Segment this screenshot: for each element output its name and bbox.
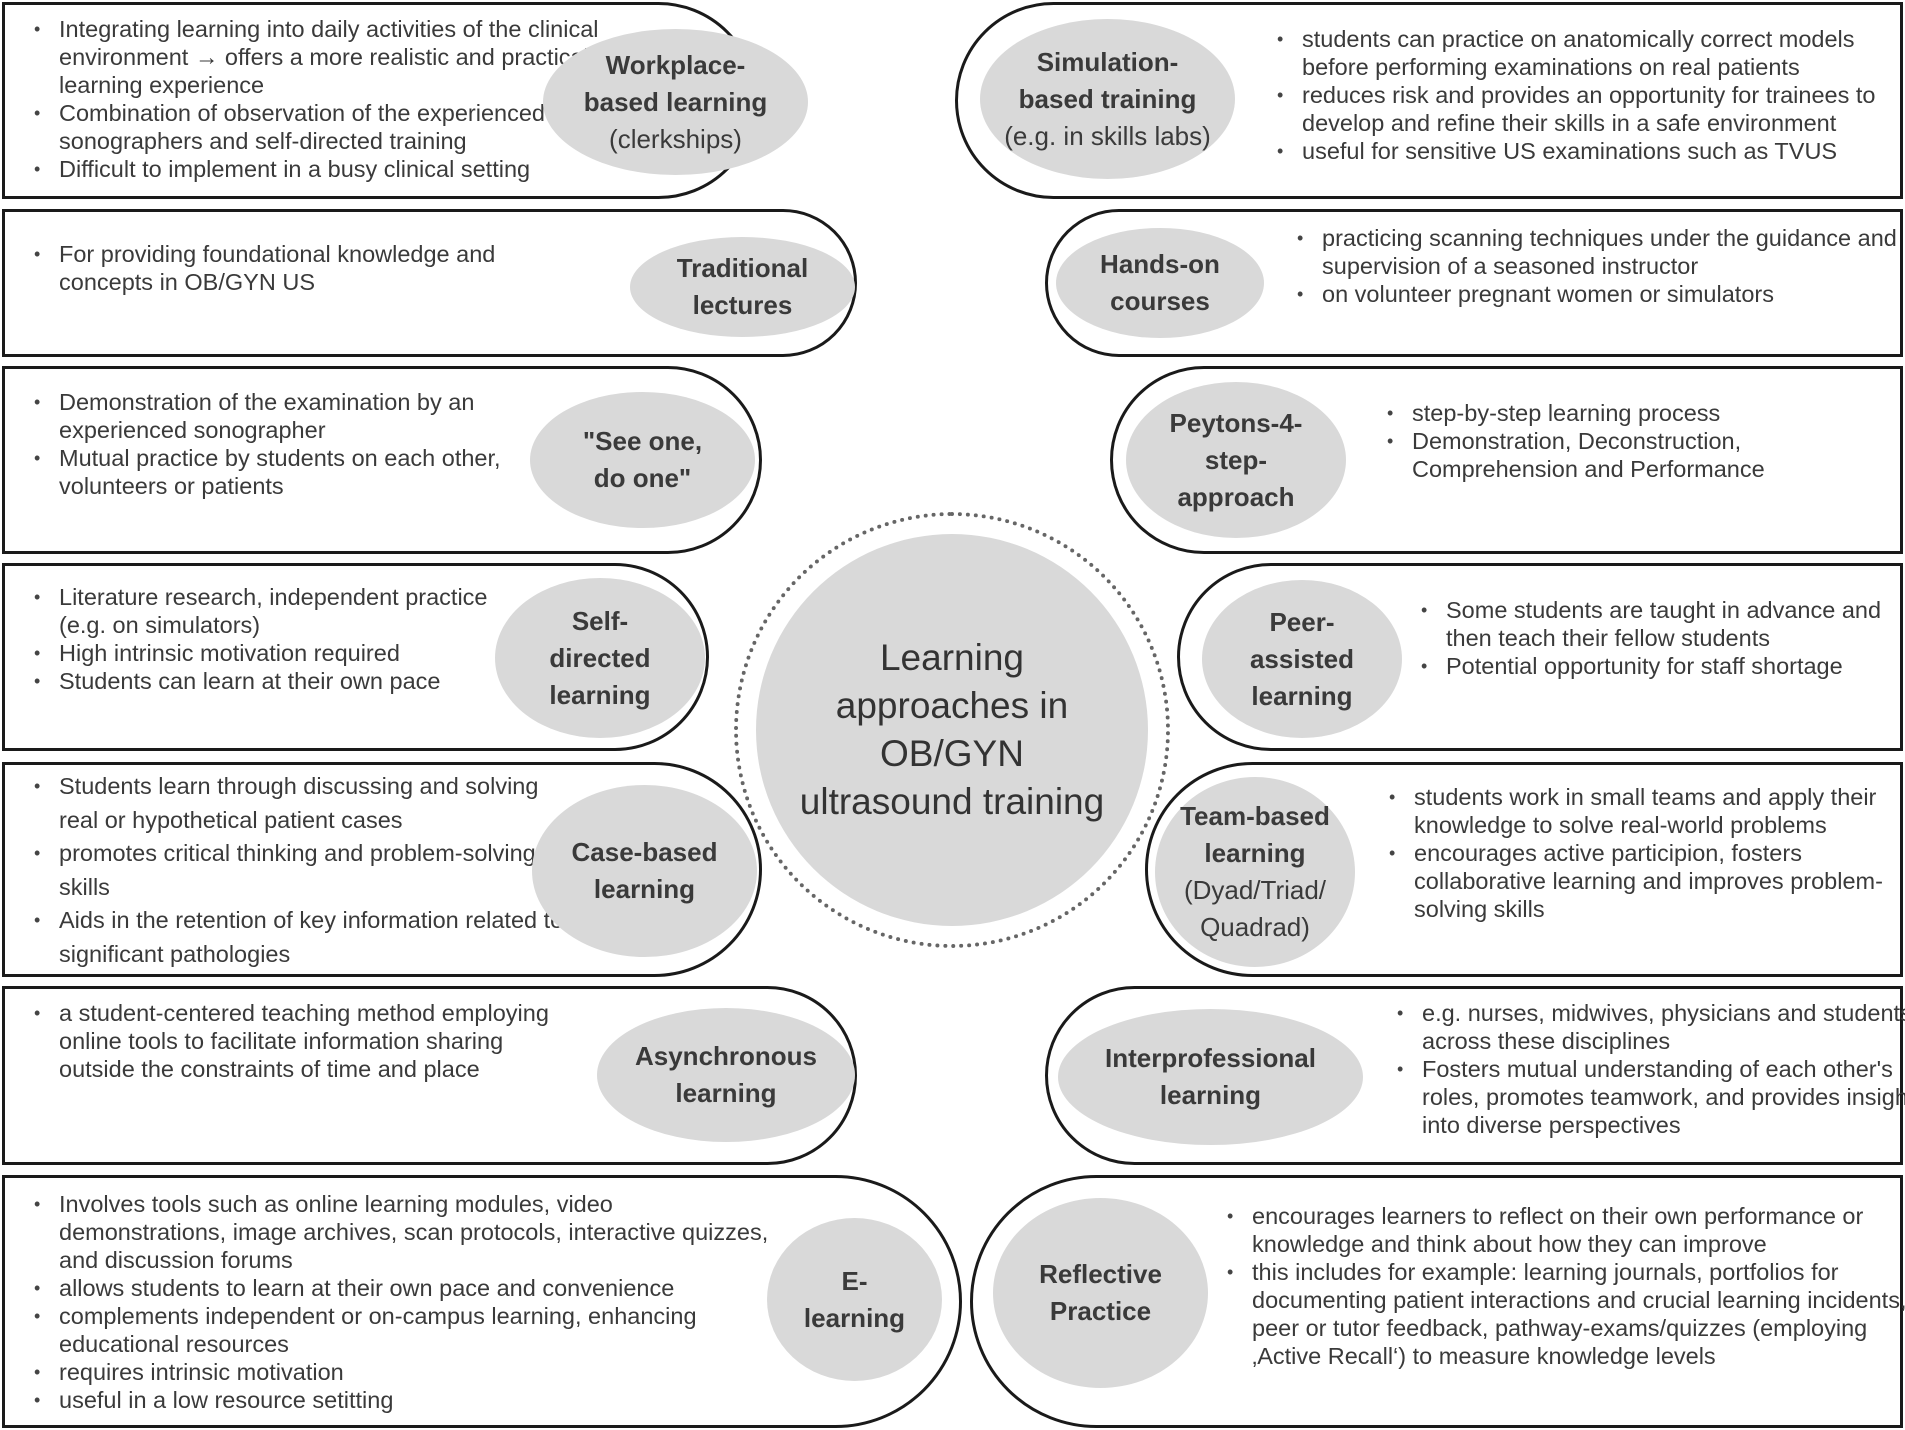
- approach-label: Workplace- based learning (clerkships): [543, 29, 808, 175]
- approach-label: Self- directed learning: [495, 578, 705, 738]
- approach-title: Asynchronous learning: [634, 1041, 818, 1108]
- bullet-item: Aids in the retention of key information…: [34, 904, 569, 971]
- bullet-list: Demonstration of the examination by an e…: [25, 388, 579, 500]
- card-interprofessional-learning: Interprofessional learning e.g. nurses, …: [1045, 986, 1905, 1165]
- approach-title: Team-based learning: [1180, 801, 1330, 868]
- approach-title: Peytons-4- step- approach: [1169, 407, 1303, 512]
- approach-label: Case-based learning: [532, 785, 757, 957]
- approach-label: E- learning: [767, 1218, 942, 1381]
- bullet-item: students work in small teams and apply t…: [1389, 783, 1884, 839]
- approach-title: Peer- assisted learning: [1249, 606, 1355, 711]
- approach-title: Self- directed learning: [549, 605, 651, 710]
- approach-label: Reflective Practice: [993, 1198, 1208, 1388]
- bullet-item: on volunteer pregnant women or simulator…: [1297, 280, 1905, 308]
- approach-title: "See one, do one": [582, 426, 703, 493]
- approach-label: Peytons-4- step- approach: [1126, 382, 1346, 538]
- bullet-item: For providing foundational knowledge and…: [34, 240, 579, 296]
- approach-subtitle: (e.g. in skills labs): [1004, 120, 1211, 151]
- bullet-list: Literature research, independent practic…: [25, 583, 519, 695]
- bullet-list: Integrating learning into daily activiti…: [25, 15, 669, 183]
- card-self-directed-learning: Literature research, independent practic…: [2, 563, 709, 751]
- bullet-item: e.g. nurses, midwives, physicians and st…: [1397, 999, 1905, 1055]
- bullet-list: For providing foundational knowledge and…: [25, 240, 579, 296]
- card-e-learning: Involves tools such as online learning m…: [2, 1175, 962, 1428]
- card-hands-on-courses: Hands-on courses practicing scanning tec…: [1045, 209, 1903, 357]
- card-peer-assisted-learning: Peer- assisted learning Some students ar…: [1177, 563, 1903, 751]
- bullet-item: Involves tools such as online learning m…: [34, 1190, 779, 1274]
- approach-label: "See one, do one": [530, 392, 755, 528]
- center-dotted-ring: [734, 512, 1170, 948]
- approach-title: Traditional lectures: [676, 253, 809, 320]
- bullet-item: allows students to learn at their own pa…: [34, 1274, 779, 1302]
- card-see-one-do-one: Demonstration of the examination by an e…: [2, 366, 762, 554]
- approach-label: Interprofessional learning: [1058, 1009, 1363, 1145]
- approach-title: E- learning: [803, 1265, 906, 1333]
- card-peytons-4-step-approach: Peytons-4- step- approach step-by-step l…: [1110, 366, 1903, 554]
- bullet-item: Fosters mutual understanding of each oth…: [1397, 1055, 1905, 1139]
- approach-title: Case-based learning: [571, 837, 718, 904]
- approach-label: Team-based learning (Dyad/Triad/ Quadrad…: [1155, 777, 1355, 967]
- bullet-item: Some students are taught in advance and …: [1421, 596, 1896, 652]
- bullet-list: students can practice on anatomically co…: [1268, 25, 1902, 165]
- bullet-item: Students learn through discussing and so…: [34, 770, 569, 837]
- bullet-item: Integrating learning into daily activiti…: [34, 15, 669, 99]
- bullet-item: Combination of observation of the experi…: [34, 99, 669, 155]
- bullet-item: Demonstration of the examination by an e…: [34, 388, 579, 444]
- card-team-based-learning: Team-based learning (Dyad/Triad/ Quadrad…: [1145, 762, 1903, 977]
- bullet-item: Demonstration, Deconstruction, Comprehen…: [1387, 427, 1862, 483]
- approach-label: Peer- assisted learning: [1202, 580, 1402, 738]
- bullet-item: this includes for example: learning jour…: [1227, 1258, 1905, 1370]
- bullet-list: Students learn through discussing and so…: [25, 770, 569, 971]
- approach-subtitle: (clerkships): [609, 123, 742, 154]
- bullet-item: useful in a low resource setitting: [34, 1386, 779, 1414]
- center-title: Learning approaches in OB/GYN ultrasound…: [799, 637, 1105, 822]
- card-case-based-learning: Students learn through discussing and so…: [2, 762, 762, 977]
- bullet-item: a student-centered teaching method emplo…: [34, 999, 579, 1083]
- approach-subtitle: (Dyad/Triad/ Quadrad): [1183, 875, 1327, 942]
- bullet-item: practicing scanning techniques under the…: [1297, 224, 1905, 280]
- approach-title: Simulation- based training: [1018, 46, 1197, 114]
- approach-title: Workplace- based learning: [583, 49, 768, 117]
- card-asynchronous-learning: a student-centered teaching method emplo…: [2, 986, 857, 1165]
- bullet-list: Involves tools such as online learning m…: [25, 1190, 779, 1414]
- bullet-list: practicing scanning techniques under the…: [1288, 224, 1905, 308]
- bullet-item: step-by-step learning process: [1387, 399, 1862, 427]
- approach-label: Hands-on courses: [1056, 228, 1264, 338]
- bullet-list: a student-centered teaching method emplo…: [25, 999, 579, 1083]
- bullet-list: students work in small teams and apply t…: [1380, 783, 1884, 923]
- bullet-list: encourages learners to reflect on their …: [1218, 1202, 1905, 1370]
- bullet-item: promotes critical thinking and problem-s…: [34, 837, 569, 904]
- approach-label: Simulation- based training (e.g. in skil…: [980, 19, 1235, 179]
- bullet-item: Literature research, independent practic…: [34, 583, 519, 639]
- bullet-item: Potential opportunity for staff shortage: [1421, 652, 1896, 680]
- bullet-item: Mutual practice by students on each othe…: [34, 444, 579, 500]
- bullet-item: reduces risk and provides an opportunity…: [1277, 81, 1902, 137]
- bullet-item: Difficult to implement in a busy clinica…: [34, 155, 669, 183]
- bullet-list: Some students are taught in advance and …: [1412, 596, 1896, 680]
- card-reflective-practice: Reflective Practice encourages learners …: [970, 1175, 1905, 1428]
- bullet-item: encourages active participion, fosters c…: [1389, 839, 1884, 923]
- card-simulation-based-training: Simulation- based training (e.g. in skil…: [955, 2, 1903, 199]
- bullet-item: High intrinsic motivation required: [34, 639, 519, 667]
- approach-label: Asynchronous learning: [597, 1008, 855, 1142]
- card-traditional-lectures: For providing foundational knowledge and…: [2, 209, 857, 357]
- approach-label: Traditional lectures: [630, 237, 855, 337]
- bullet-item: Students can learn at their own pace: [34, 667, 519, 695]
- bullet-item: useful for sensitive US examinations suc…: [1277, 137, 1902, 165]
- approach-title: Hands-on courses: [1100, 249, 1220, 316]
- bullet-list: e.g. nurses, midwives, physicians and st…: [1388, 999, 1905, 1139]
- bullet-item: requires intrinsic motivation: [34, 1358, 779, 1386]
- bullet-list: step-by-step learning process Demonstrat…: [1378, 399, 1862, 483]
- bullet-item: students can practice on anatomically co…: [1277, 25, 1902, 81]
- bullet-item: complements independent or on-campus lea…: [34, 1302, 779, 1358]
- approach-title: Reflective Practice: [1039, 1259, 1162, 1326]
- bullet-item: encourages learners to reflect on their …: [1227, 1202, 1905, 1258]
- approach-title: Interprofessional learning: [1105, 1043, 1316, 1110]
- center-circle: Learning approaches in OB/GYN ultrasound…: [756, 534, 1148, 926]
- card-workplace-based-learning: Integrating learning into daily activiti…: [2, 2, 808, 199]
